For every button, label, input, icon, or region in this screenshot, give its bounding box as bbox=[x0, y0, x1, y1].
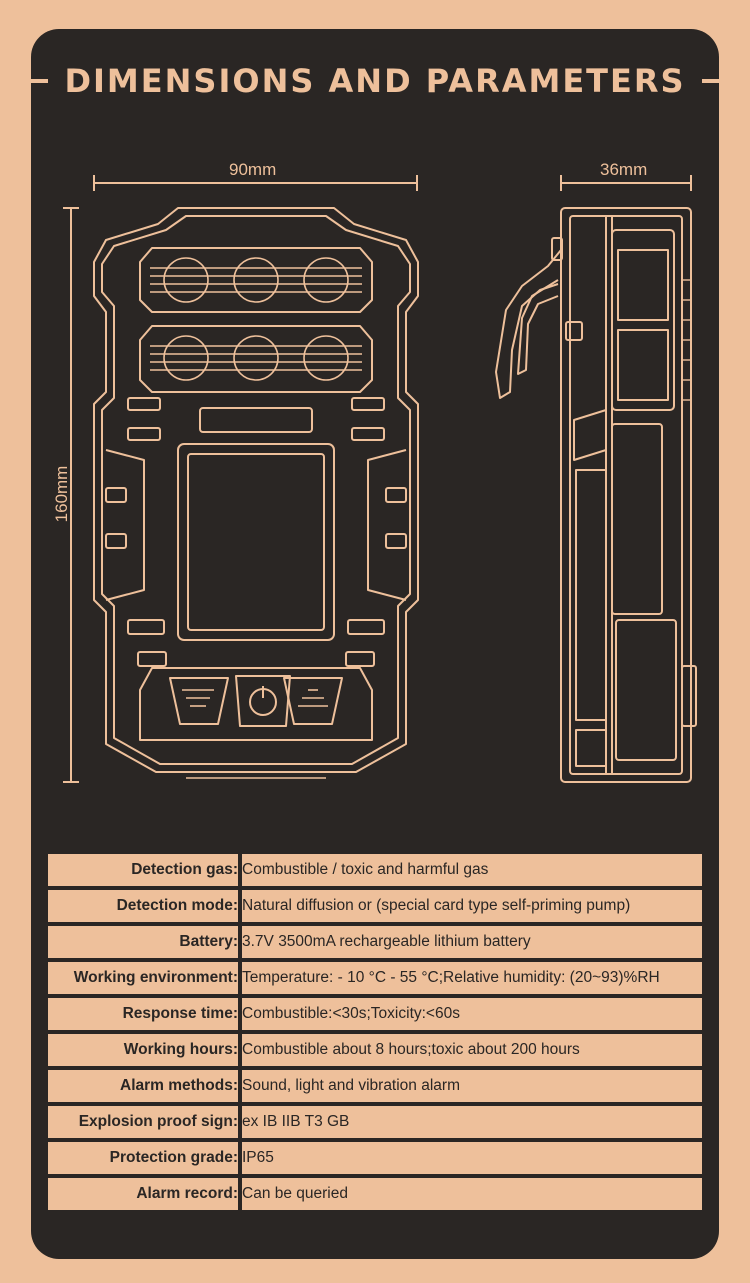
param-label: Battery: bbox=[48, 926, 242, 958]
param-value: Sound, light and vibration alarm bbox=[242, 1070, 702, 1102]
title-row: DIMENSIONS AND PARAMETERS bbox=[0, 58, 750, 104]
height-dimension-line bbox=[63, 207, 79, 783]
table-row: Working environment: Temperature: - 10 °… bbox=[48, 962, 702, 994]
param-value: Natural diffusion or (special card type … bbox=[242, 890, 702, 922]
width-dimension-line bbox=[93, 175, 418, 191]
side-view bbox=[495, 207, 697, 783]
param-label: Alarm record: bbox=[48, 1178, 242, 1210]
depth-label: 36mm bbox=[600, 160, 648, 179]
param-value: 3.7V 3500mA rechargeable lithium battery bbox=[242, 926, 702, 958]
front-view bbox=[93, 207, 419, 779]
page-title: DIMENSIONS AND PARAMETERS bbox=[64, 62, 686, 100]
device-drawing bbox=[63, 175, 697, 783]
param-label: Working hours: bbox=[48, 1034, 242, 1066]
param-label: Explosion proof sign: bbox=[48, 1106, 242, 1138]
param-label: Detection mode: bbox=[48, 890, 242, 922]
table-row: Alarm methods: Sound, light and vibratio… bbox=[48, 1070, 702, 1102]
param-value: Combustible:<30s;Toxicity:<60s bbox=[242, 998, 702, 1030]
param-value: Temperature: - 10 °C - 55 °C;Relative hu… bbox=[242, 962, 702, 994]
param-value: Can be queried bbox=[242, 1178, 702, 1210]
table-row: Alarm record: Can be queried bbox=[48, 1178, 702, 1210]
table-row: Detection mode: Natural diffusion or (sp… bbox=[48, 890, 702, 922]
param-label: Detection gas: bbox=[48, 854, 242, 886]
table-row: Working hours: Combustible about 8 hours… bbox=[48, 1034, 702, 1066]
table-row: Response time: Combustible:<30s;Toxicity… bbox=[48, 998, 702, 1030]
table-row: Detection gas: Combustible / toxic and h… bbox=[48, 854, 702, 886]
param-value: IP65 bbox=[242, 1142, 702, 1174]
table-row: Battery: 3.7V 3500mA rechargeable lithiu… bbox=[48, 926, 702, 958]
param-value: ex IB IIB T3 GB bbox=[242, 1106, 702, 1138]
height-label: 160mm bbox=[52, 465, 71, 523]
table-row: Explosion proof sign: ex IB IIB T3 GB bbox=[48, 1106, 702, 1138]
title-right-dash bbox=[701, 79, 730, 83]
param-label: Working environment: bbox=[48, 962, 242, 994]
param-label: Response time: bbox=[48, 998, 242, 1030]
table-row: Protection grade: IP65 bbox=[48, 1142, 702, 1174]
param-value: Combustible about 8 hours;toxic about 20… bbox=[242, 1034, 702, 1066]
width-label: 90mm bbox=[229, 160, 277, 179]
title-left-dash bbox=[20, 79, 49, 83]
param-label: Protection grade: bbox=[48, 1142, 242, 1174]
parameters-table: Detection gas: Combustible / toxic and h… bbox=[48, 850, 702, 1214]
param-value: Combustible / toxic and harmful gas bbox=[242, 854, 702, 886]
depth-dimension-line bbox=[560, 175, 692, 191]
param-label: Alarm methods: bbox=[48, 1070, 242, 1102]
